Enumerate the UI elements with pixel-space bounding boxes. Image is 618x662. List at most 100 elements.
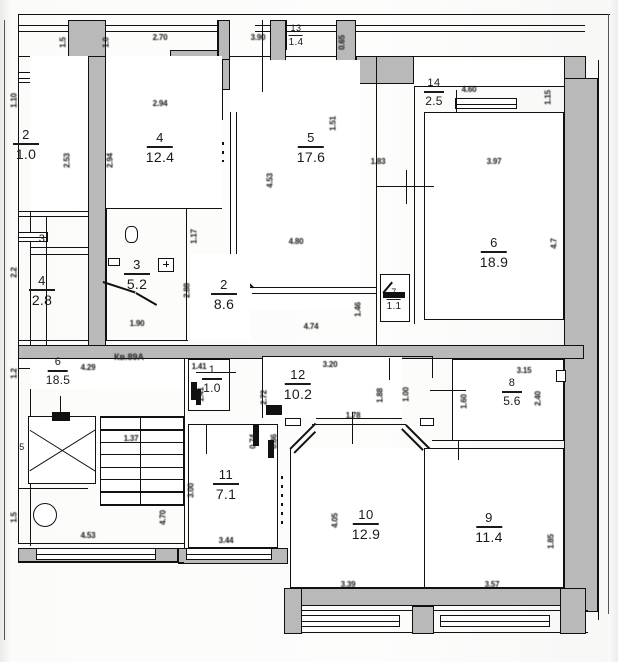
dimension-v: 3.00 bbox=[186, 483, 196, 498]
room-7-door-leaf bbox=[383, 292, 405, 298]
dimension-v: 4.7 bbox=[549, 238, 559, 249]
dimension-h: 1.90 bbox=[129, 319, 145, 328]
corridor-right-wall bbox=[414, 84, 416, 324]
room-4-top-line bbox=[30, 254, 88, 256]
stair-step bbox=[101, 478, 183, 481]
lobby-right-wall bbox=[184, 359, 186, 549]
dimension-h: 3.44 bbox=[218, 536, 234, 545]
dimension-v: 0.74 bbox=[248, 434, 258, 449]
room-area: 1.4 bbox=[288, 37, 304, 49]
room-rule bbox=[29, 289, 55, 291]
dimension-v: 1.5 bbox=[58, 37, 68, 48]
room-2-bottom-line bbox=[18, 211, 88, 213]
window-left-2 bbox=[18, 232, 48, 242]
room-12-right-tick bbox=[432, 356, 434, 378]
room-3-top-line bbox=[18, 216, 88, 218]
top-wall-line-d bbox=[255, 31, 585, 33]
room-number: 14 bbox=[427, 77, 441, 89]
wall-center-top-rib bbox=[218, 20, 230, 60]
dimension-h: 2.70 bbox=[152, 33, 168, 42]
room-8-niche-icon bbox=[556, 370, 566, 382]
room-10-dashed-opening bbox=[281, 476, 283, 530]
elevator-door-marker bbox=[52, 412, 70, 421]
dimension-v: 1.51 bbox=[328, 116, 338, 131]
room-area: 1.1 bbox=[386, 301, 402, 313]
room-10-area bbox=[290, 448, 432, 588]
room-number: 8 bbox=[508, 377, 516, 389]
room-area: 12.9 bbox=[351, 526, 381, 542]
dimension-h: 3.90 bbox=[250, 33, 266, 42]
room-8-door-tick bbox=[430, 390, 466, 392]
room-label-3-left: 3 bbox=[39, 234, 46, 245]
window-room-14 bbox=[455, 98, 517, 109]
room-label-9: 9 11.4 bbox=[475, 511, 502, 544]
dimension-h: 4.80 bbox=[288, 237, 304, 246]
stair-step bbox=[101, 454, 183, 456]
room-label-10: 10 12.9 bbox=[352, 508, 380, 541]
room-number: 4 bbox=[156, 130, 164, 145]
elevator-shaft-label: 5 bbox=[19, 443, 25, 452]
stair-step bbox=[101, 491, 183, 493]
dimension-v: 2.2 bbox=[9, 267, 19, 278]
dimension-v: 0.86 bbox=[269, 434, 279, 449]
room-area: 17.6 bbox=[296, 149, 326, 165]
dimension-h: 1.37 bbox=[123, 434, 139, 443]
lobby-bottom-line bbox=[18, 543, 184, 545]
room-number: 9 bbox=[485, 510, 493, 525]
room-14-area bbox=[414, 60, 564, 86]
room-11-area bbox=[188, 424, 278, 548]
dimension-v: 2.53 bbox=[62, 153, 72, 168]
lobby-line-1 bbox=[18, 488, 88, 490]
stair-step bbox=[101, 441, 183, 444]
room-6-tick-left bbox=[400, 186, 434, 188]
room-number: 2 bbox=[220, 277, 228, 292]
room-area: 1.0 bbox=[203, 380, 221, 395]
shaft-number: 5 bbox=[19, 442, 25, 452]
room-label-12: 12 10.2 bbox=[284, 368, 312, 401]
elevator-leader-line bbox=[60, 396, 62, 414]
top-wall-line-b bbox=[18, 31, 230, 33]
dimension-h: 4.53 bbox=[80, 531, 96, 540]
wall-bottom-rib-3 bbox=[560, 588, 586, 634]
room-2-mid-area bbox=[190, 254, 250, 340]
dimension-v: 1.5 bbox=[9, 512, 19, 523]
room-number: 4 bbox=[38, 273, 46, 288]
room-label-3-mid: 3 5.2 bbox=[124, 258, 150, 291]
room-5-area bbox=[230, 60, 360, 310]
dimension-v: 2.40 bbox=[533, 391, 543, 406]
wall-block-top-1 bbox=[356, 56, 414, 84]
dimension-v: 1.60 bbox=[459, 394, 469, 409]
room-2-upper-left-area bbox=[30, 56, 88, 211]
dimension-h: 3.15 bbox=[516, 366, 532, 375]
room-5-right-wall bbox=[376, 56, 378, 356]
room-12-left bbox=[262, 356, 264, 418]
room-area: 12.4 bbox=[145, 149, 175, 165]
scan-border-right bbox=[608, 14, 610, 614]
room-4-bottom-line bbox=[18, 340, 88, 342]
room-label-11: 11 7.1 bbox=[213, 468, 239, 501]
room-rule bbox=[48, 370, 68, 372]
scan-edge-right bbox=[608, 0, 618, 662]
vent-cross-v bbox=[165, 261, 167, 267]
room-label-1: 1 1.0 bbox=[202, 365, 222, 394]
dimension-v: 1.88 bbox=[375, 388, 385, 403]
dimension-v: 1.46 bbox=[353, 302, 363, 317]
room-8-right-area bbox=[452, 359, 564, 441]
wc-fixture-icon bbox=[125, 226, 138, 243]
top-wall-line-c bbox=[255, 25, 585, 27]
room-4-top-area bbox=[106, 56, 222, 208]
room-label-6-right: 6 18.9 bbox=[480, 236, 508, 269]
room-label-4-top: 4 12.4 bbox=[146, 131, 174, 164]
outer-bottom-line bbox=[288, 610, 588, 612]
room-area: 1.0 bbox=[15, 146, 37, 162]
dimension-v: 2.72 bbox=[259, 390, 269, 405]
room-rule bbox=[387, 299, 401, 301]
stair-step bbox=[101, 503, 183, 505]
dimension-v: 1.0 bbox=[101, 37, 111, 48]
room-5-dashed-left bbox=[222, 142, 224, 162]
room-6-left-low-area bbox=[30, 359, 188, 389]
room-number: 3 bbox=[38, 233, 46, 245]
room-area: 18.5 bbox=[45, 372, 71, 387]
room-rule bbox=[13, 143, 39, 145]
